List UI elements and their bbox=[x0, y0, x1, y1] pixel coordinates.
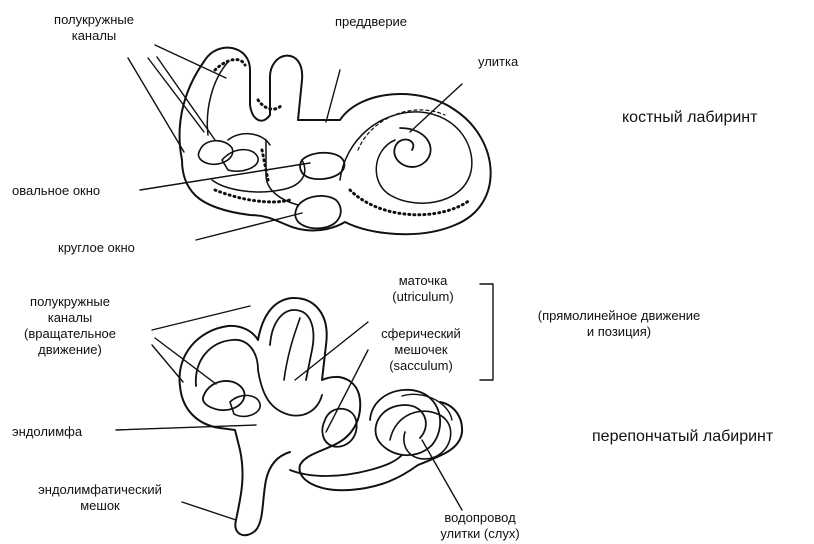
label-vestibule: преддверие bbox=[316, 14, 426, 30]
bony-labyrinth-drawing bbox=[180, 48, 491, 235]
label-oval-window: овальное окно bbox=[12, 183, 100, 199]
label-utricle: маточка (utriculum) bbox=[368, 273, 478, 305]
label-cochlea: улитка bbox=[478, 54, 518, 70]
label-endolymph: эндолимфа bbox=[12, 424, 82, 440]
label-endolymphatic-sac: эндолимфатический мешок bbox=[16, 482, 184, 514]
bony-labyrinth-title: костный лабиринт bbox=[622, 108, 757, 128]
label-cochlear-duct: водопровод улитки (слух) bbox=[418, 510, 542, 542]
label-saccule: сферический мешочек (sacculum) bbox=[366, 326, 476, 374]
label-bony-semicircular-canals: полукружные каналы bbox=[34, 12, 154, 44]
label-linear-motion: (прямолинейное движение и позиция) bbox=[510, 308, 728, 340]
membranous-labyrinth-title: перепончатый лабиринт bbox=[592, 427, 773, 447]
label-membranous-semicircular-canals: полукружные каналы (вращательное движени… bbox=[10, 294, 130, 358]
label-round-window: круглое окно bbox=[58, 240, 135, 256]
